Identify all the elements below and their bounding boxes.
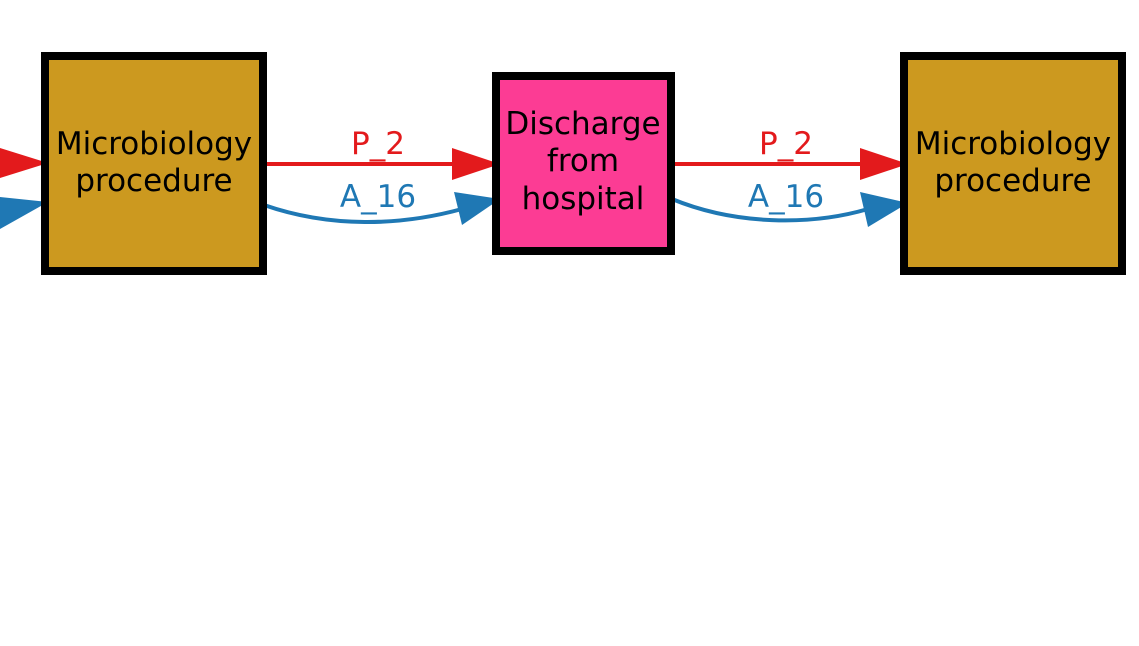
node-discharge-from-hospital-box [492, 72, 675, 255]
node-microbiology-procedure-1-box [41, 52, 267, 275]
node-microbiology-procedure-2-line-1: Microbiology [915, 126, 1111, 162]
incoming-edge-p2-arrowhead [0, 148, 48, 178]
node-microbiology-procedure-2: Microbiology procedure [900, 52, 1126, 275]
edge-n1-n2-a16-arrowhead [454, 192, 500, 225]
edge-n1-n2-a16-label: A_16 [340, 179, 416, 215]
edge-n1-n2-p2: P_2 [264, 126, 500, 180]
incoming-edge-a16 [0, 197, 48, 229]
incoming-edge-p2 [0, 148, 48, 178]
edge-n1-n2-a16-line [263, 203, 463, 224]
edge-n2-n3-a16: A_16 [671, 179, 908, 227]
node-microbiology-procedure-1: Microbiology procedure [41, 52, 267, 275]
node-microbiology-procedure-1-line-1: Microbiology [56, 126, 252, 162]
edge-n2-n3-p2-arrowhead [860, 148, 908, 180]
node-discharge-from-hospital: Discharge from hospital [492, 72, 675, 255]
edge-n2-n3-a16-label: A_16 [748, 179, 824, 215]
edge-n2-n3-a16-arrowhead [860, 192, 908, 227]
node-discharge-from-hospital-line-1: Discharge [505, 106, 660, 142]
edge-n2-n3-p2: P_2 [672, 126, 908, 180]
node-microbiology-procedure-1-line-2: procedure [75, 163, 232, 199]
node-microbiology-procedure-2-box [900, 52, 1126, 275]
edge-n2-n3-a16-line [671, 197, 869, 223]
node-discharge-from-hospital-line-2: from [547, 143, 619, 179]
edge-n2-n3-p2-label: P_2 [759, 126, 813, 162]
edge-n1-n2-p2-arrowhead [452, 148, 500, 180]
node-microbiology-procedure-2-line-2: procedure [934, 163, 1091, 199]
incoming-edge-a16-arrowhead [0, 197, 48, 229]
node-discharge-from-hospital-line-3: hospital [522, 181, 645, 217]
edge-n1-n2-p2-label: P_2 [351, 126, 405, 162]
edge-n1-n2-a16: A_16 [263, 179, 500, 225]
